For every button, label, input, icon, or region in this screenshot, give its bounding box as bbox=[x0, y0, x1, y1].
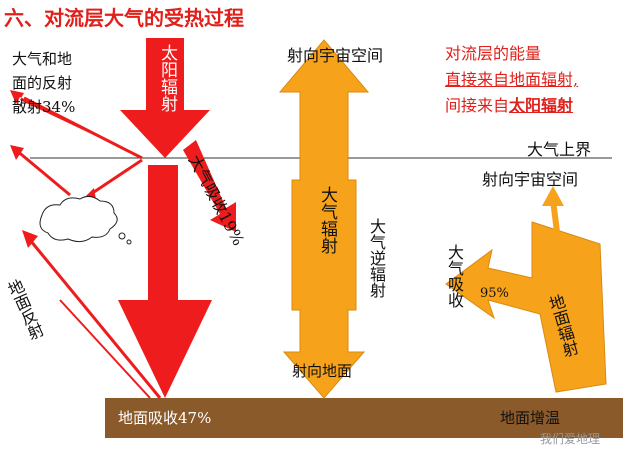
cloud-dot-1 bbox=[118, 232, 126, 240]
solar-radiation-arrow bbox=[120, 38, 210, 158]
ground-reflection-arrowhead bbox=[22, 230, 38, 248]
atmosphere-radiation-arrow bbox=[278, 39, 370, 399]
reflection-label-3: 散射34% bbox=[12, 98, 76, 116]
ground-reflection-line-2 bbox=[59, 299, 151, 399]
reflection-label-2: 面的反射 bbox=[12, 74, 73, 92]
reflection-line-2 bbox=[87, 158, 143, 198]
atmosphere-absorption-2-label: 大气吸收 bbox=[445, 244, 464, 308]
space-top-label: 射向宇宙空间 bbox=[287, 46, 384, 65]
diagram-title: 六、对流层大气的受热过程 bbox=[4, 6, 244, 30]
ground-radiation-arrow bbox=[445, 221, 607, 393]
cloud-shape bbox=[39, 195, 118, 243]
solar-radiation-label: 太阳辐射 bbox=[157, 44, 177, 112]
energy-note-line3-prefix: 间接来自 bbox=[445, 96, 510, 115]
percent-95-label: 95% bbox=[480, 286, 509, 301]
reflection-line-1 bbox=[23, 96, 143, 160]
reflection-label-1: 大气和地 bbox=[12, 50, 73, 68]
atmosphere-boundary-label: 大气上界 bbox=[527, 140, 592, 159]
reflection-arrowhead-3 bbox=[10, 145, 24, 160]
ground-reflection-line bbox=[28, 239, 162, 399]
space-escape-line bbox=[550, 199, 563, 257]
watermark-label: 我们爱地理 bbox=[540, 432, 601, 446]
ground-strip bbox=[105, 398, 623, 438]
ground-absorption-label: 地面吸收47% bbox=[118, 409, 212, 427]
energy-note-line2: 直接来自地面辐射, bbox=[445, 70, 579, 89]
space-right-label: 射向宇宙空间 bbox=[482, 170, 579, 189]
ground-absorption-arrow bbox=[118, 165, 212, 398]
reflection-line-3 bbox=[15, 148, 71, 197]
energy-note-line3: 间接来自太阳辐射 bbox=[445, 92, 573, 116]
cloud-dot-2 bbox=[126, 239, 132, 245]
counter-radiation-label: 大气逆辐射 bbox=[367, 218, 386, 298]
space-escape-arrowhead bbox=[542, 186, 564, 206]
ground-warming-label: 地面增温 bbox=[500, 409, 561, 427]
atmosphere-absorption-arrow bbox=[183, 140, 236, 232]
to-ground-label: 射向地面 bbox=[292, 362, 353, 380]
energy-note-line3-highlight: 太阳辐射 bbox=[509, 96, 574, 115]
energy-note-line1: 对流层的能量 bbox=[445, 44, 542, 63]
atmosphere-radiation-label: 大气辐射 bbox=[317, 186, 337, 254]
